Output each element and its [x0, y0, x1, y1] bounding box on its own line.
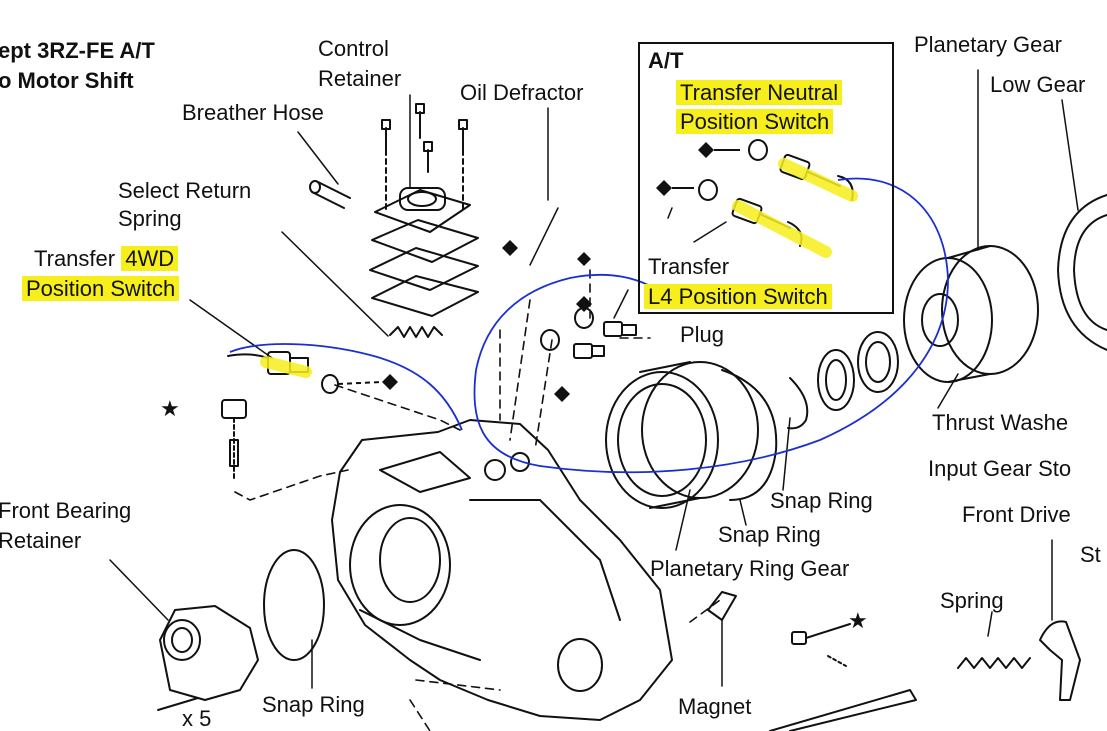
control-retainer-part — [374, 187, 471, 233]
leader-lines — [109, 69, 1079, 689]
4wd-switch-part — [227, 351, 339, 394]
neutral-switch-label-1: Transfer Neutral — [676, 80, 843, 106]
transfer-4wd-label-1: Transfer 4WD — [34, 246, 179, 272]
switch-highlights — [260, 158, 858, 378]
transfer-4wd-highlight: 4WD — [121, 246, 179, 271]
gasket-2 — [369, 247, 479, 291]
front-drive-label: Front Drive — [962, 502, 1071, 527]
star-icon: ★ — [160, 396, 180, 421]
planetary-gear-part — [903, 245, 1039, 383]
washer-1-part — [817, 349, 855, 411]
page-title-line2: o Motor Shift — [0, 68, 134, 93]
low-gear-label: Low Gear — [990, 72, 1086, 97]
breather-hose-part — [309, 180, 351, 209]
star-bolt-right-part — [791, 623, 851, 667]
transfer-4wd-label-2: Position Switch — [22, 276, 180, 302]
select-return-spring-label-2: Spring — [118, 206, 182, 231]
transfer-4wd-prefix: Transfer — [34, 246, 116, 271]
select-return-spring-label-1: Select Return — [118, 178, 252, 203]
spring-label: Spring — [940, 588, 1004, 613]
snap-ring-label-1: Snap Ring — [770, 488, 873, 513]
plug-label: Plug — [680, 322, 725, 347]
diamond-symbols — [382, 142, 714, 402]
neutral-switch-label-2: Position Switch — [676, 109, 834, 135]
snap-ring-mid-part — [721, 369, 778, 501]
magnet-label: Magnet — [678, 694, 752, 719]
select-return-spring-part — [389, 326, 443, 338]
page-title-line1: ept 3RZ-FE A/T — [0, 38, 155, 63]
l4-switch-line2: L4 Position Switch — [644, 284, 832, 309]
thrust-washer-label: Thrust Washe — [932, 410, 1069, 435]
star-bolt-part — [221, 399, 247, 479]
magnet-part — [707, 591, 737, 621]
at-inset-title: A/T — [648, 48, 684, 73]
hand-annotation-loops — [229, 177, 949, 474]
snap-ring-label-3: Snap Ring — [262, 692, 365, 717]
planetary-ring-gear-part — [605, 361, 759, 509]
control-retainer-label-2: Retainer — [318, 66, 402, 91]
planetary-gear-label: Planetary Gear — [914, 32, 1062, 57]
snap-ring-small-part — [787, 377, 809, 430]
st-label: St — [1080, 542, 1101, 567]
washer-2-part — [857, 331, 899, 393]
snap-ring-label-2: Snap Ring — [718, 522, 821, 547]
gasket-3 — [371, 275, 479, 317]
star-icon-2: ★ — [848, 608, 868, 633]
oil-defractor-label: Oil Defractor — [460, 80, 584, 105]
front-bearing-retainer-label-1: Front Bearing — [0, 498, 132, 523]
planetary-ring-gear-label: Planetary Ring Gear — [650, 556, 850, 581]
control-retainer-label-1: Control — [318, 36, 389, 61]
front-bearing-retainer-label-2: Retainer — [0, 528, 82, 553]
diamond-ties — [337, 149, 740, 385]
retainer-bolts — [381, 103, 468, 211]
gasket-1 — [371, 219, 479, 263]
transfer-4wd-line2: Position Switch — [22, 276, 180, 301]
neutral-switch-line2: Position Switch — [676, 109, 834, 134]
input-gear-stop-label: Input Gear Sto — [928, 456, 1072, 481]
snap-ring-left-part — [263, 549, 325, 661]
shift-fork-part — [1039, 620, 1081, 701]
bolt-count-label: x 5 — [182, 706, 212, 731]
front-bearing-retainer-part — [157, 605, 259, 711]
l4-switch-line1: Transfer — [648, 254, 730, 279]
l4-switch-label-2: L4 Position Switch — [644, 284, 832, 310]
low-gear-part — [1057, 194, 1107, 351]
at-inset-box — [638, 42, 894, 314]
neutral-switch-line1: Transfer Neutral — [676, 80, 843, 105]
breather-hose-label: Breather Hose — [182, 100, 324, 125]
transfer-case-housing — [331, 419, 673, 721]
plug-parts — [540, 307, 637, 359]
spring-part — [957, 657, 1031, 669]
shift-shaft-part — [769, 689, 917, 731]
